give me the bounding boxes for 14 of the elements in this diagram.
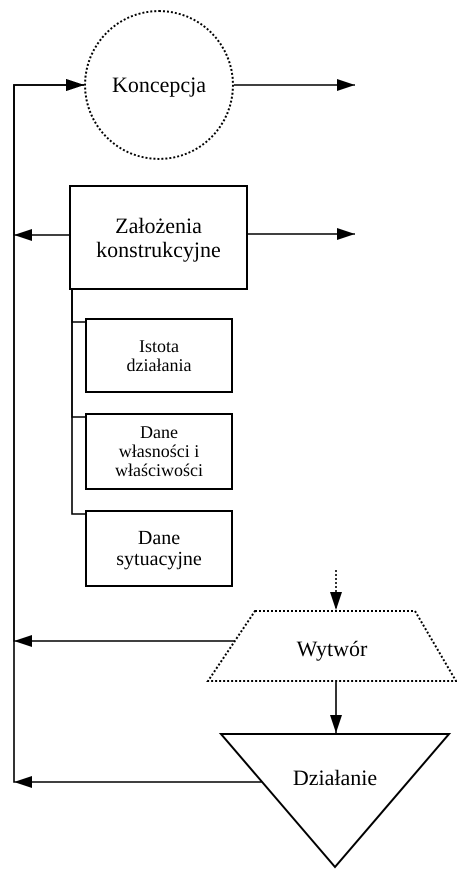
node-label: Dane własności i właściwości	[114, 423, 204, 480]
node-label: Założenia konstrukcyjne	[95, 214, 222, 261]
node-label: Działanie	[292, 766, 378, 790]
process-box	[85, 413, 233, 490]
node-label: Wytwór	[296, 637, 368, 661]
process-box	[85, 318, 233, 393]
trapezoid-node	[207, 610, 457, 682]
process-box	[69, 185, 248, 290]
node-label: Koncepcja	[112, 73, 206, 97]
node-label: Dane sytuacyjne	[115, 528, 203, 570]
process-box	[85, 510, 233, 587]
node-label: Istota działania	[126, 336, 192, 374]
triangle-node	[220, 733, 450, 868]
circle-node	[84, 10, 234, 160]
